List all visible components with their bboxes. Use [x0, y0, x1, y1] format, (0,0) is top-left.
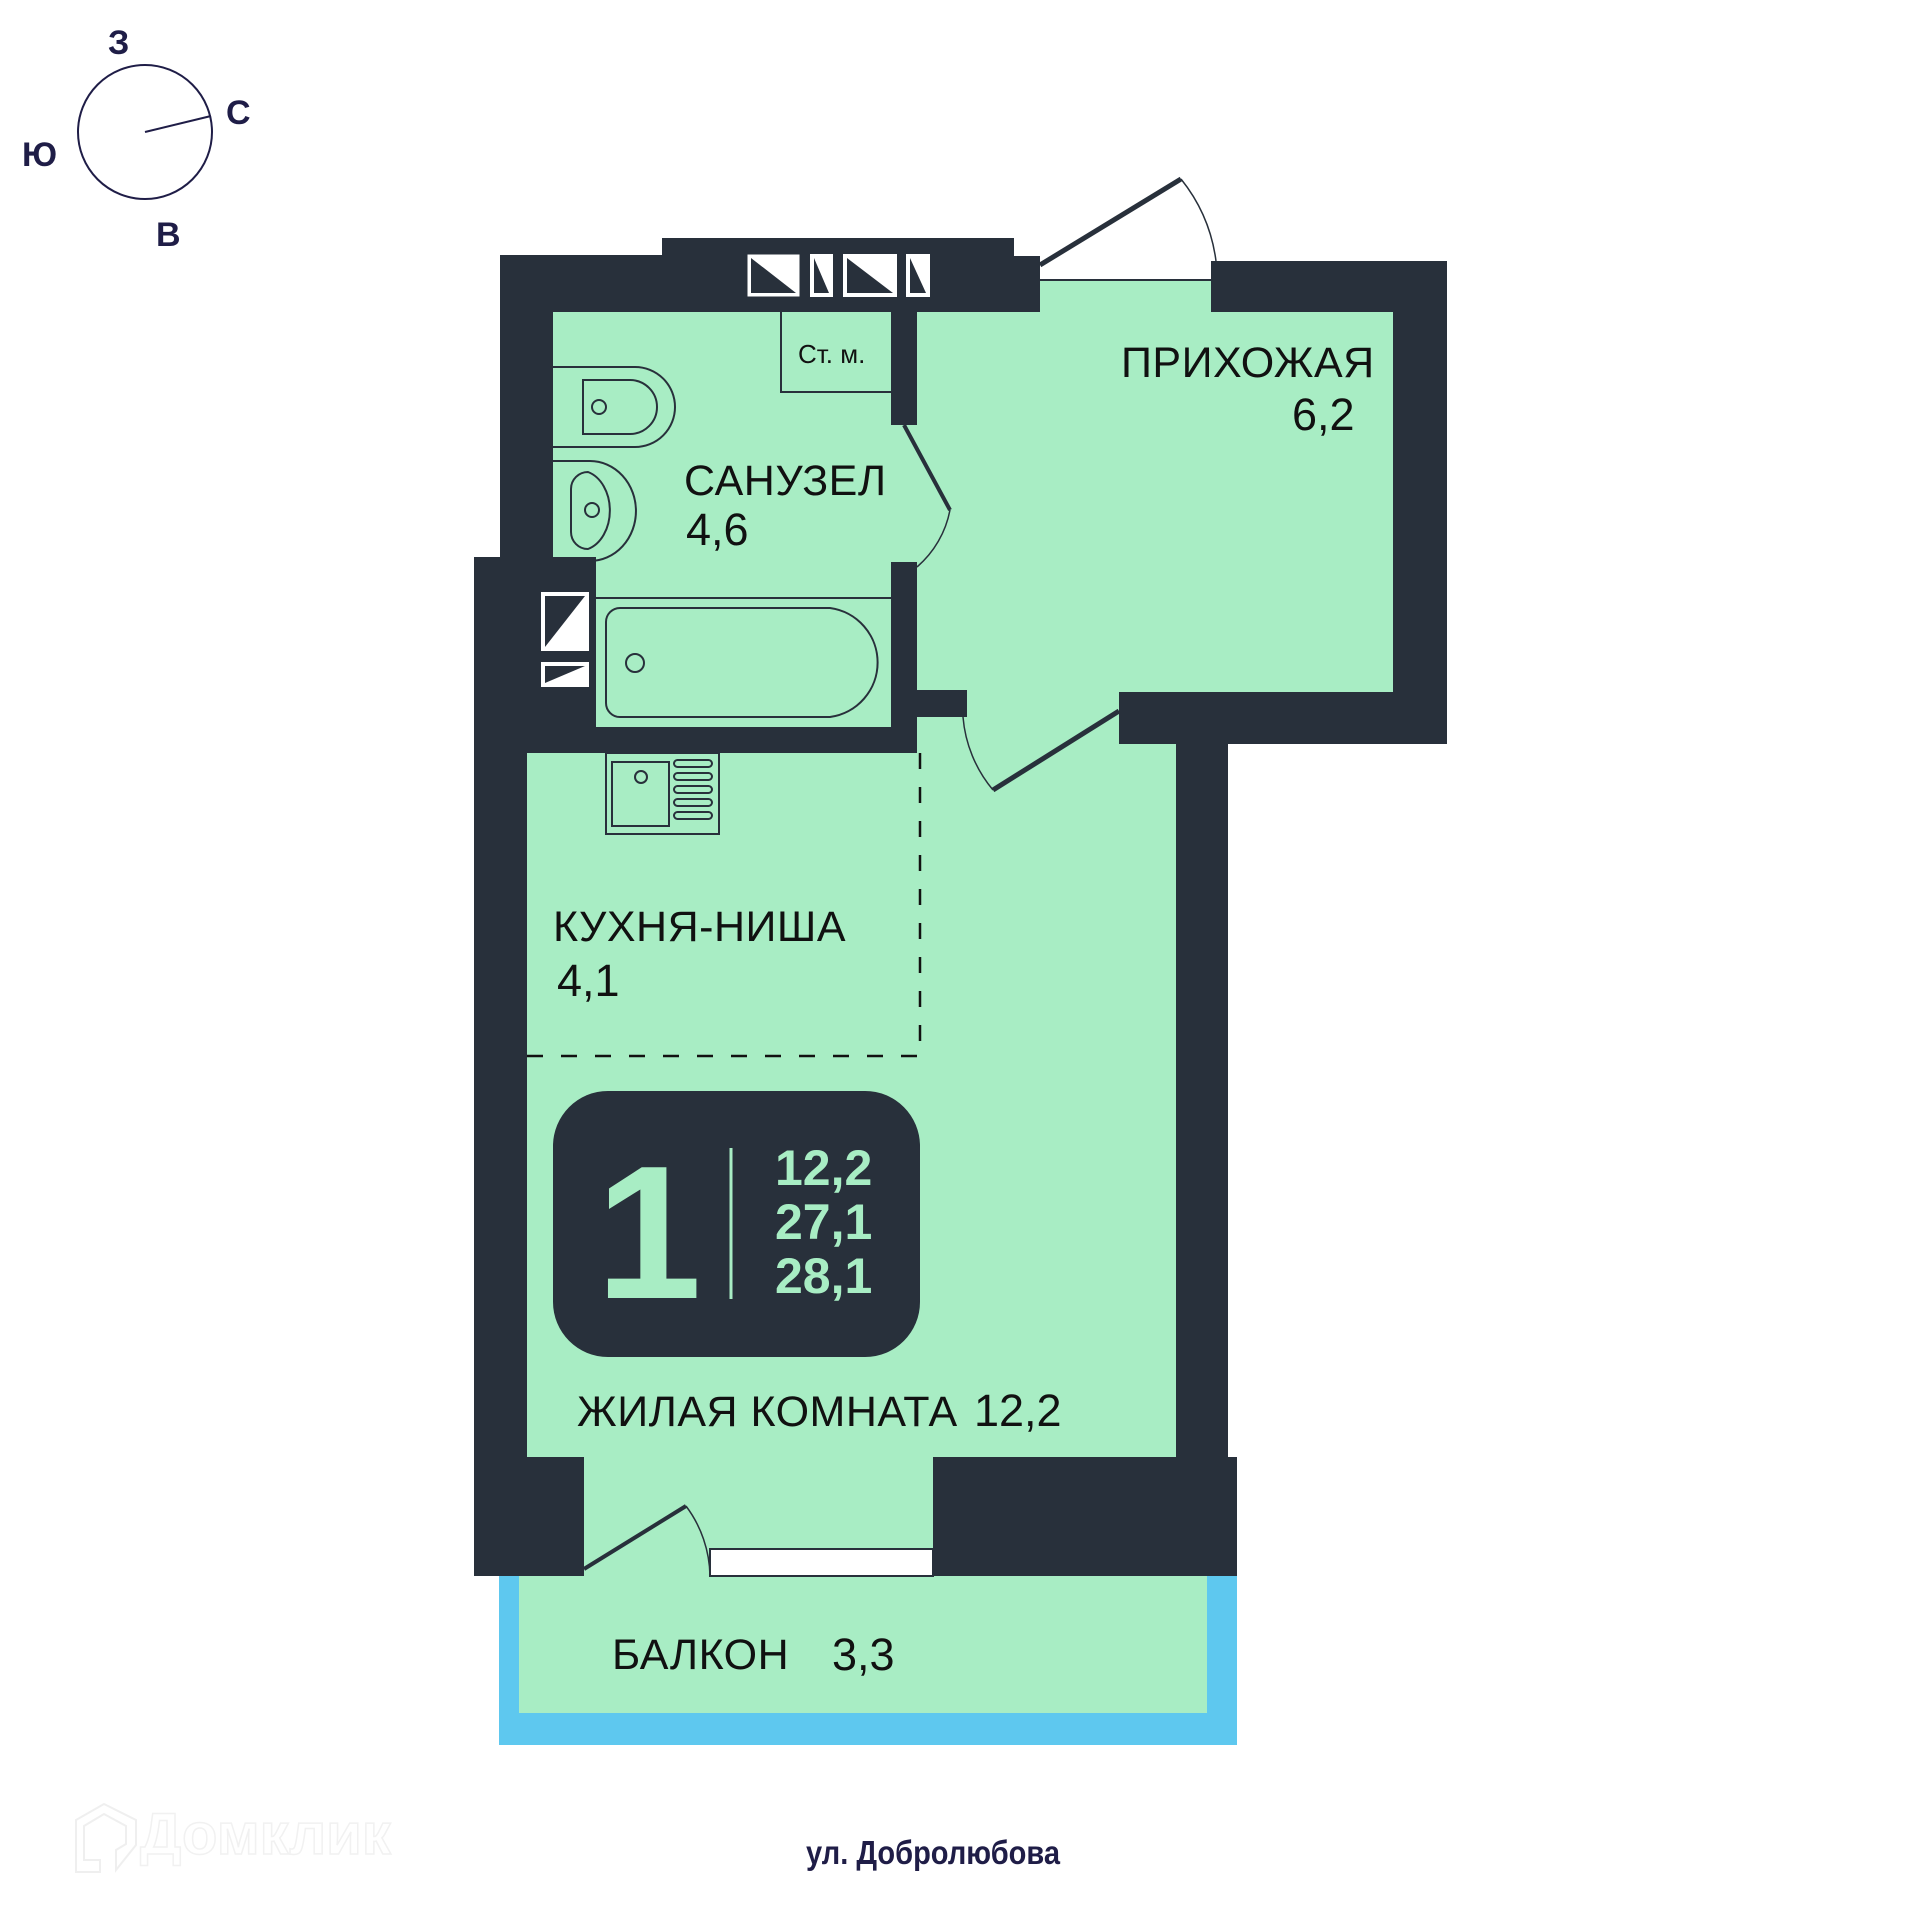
bathtub-icon [596, 597, 891, 718]
balcony-window [709, 1548, 934, 1577]
kitchen-area: 4,1 [557, 955, 620, 1006]
walls [474, 238, 1447, 1576]
rooms-count: 1 [596, 1127, 702, 1339]
compass-south-label: Ю [22, 136, 58, 174]
hallway-area: 6,2 [1292, 389, 1355, 440]
bathroom-name: САНУЗЕЛ [684, 457, 887, 505]
watermark-text: Домклик [139, 1802, 391, 1867]
domclick-logo-icon [75, 1802, 137, 1873]
total-area-value: 27,1 [775, 1194, 873, 1250]
compass-west-label: З [108, 24, 130, 62]
storage-label: Ст. м. [798, 339, 866, 369]
balcony-area: 3,3 [832, 1629, 895, 1680]
summary-card [553, 1091, 920, 1357]
street-label: ул. Добролюбова [806, 1834, 1060, 1871]
bathroom-door[interactable] [902, 424, 952, 568]
entrance-door[interactable] [1038, 176, 1217, 268]
kitchen-name: КУХНЯ-НИША [553, 903, 847, 951]
living-room-door[interactable] [962, 708, 1121, 793]
balcony-name: БАЛКОН [612, 1631, 790, 1679]
hallway-name: ПРИХОЖАЯ [1121, 339, 1375, 387]
kitchen-sink-icon [605, 752, 720, 835]
living-room-name: ЖИЛАЯ КОМНАТА [577, 1388, 958, 1436]
window-icons [746, 253, 930, 298]
compass-east-label: В [156, 216, 181, 254]
total-with-balcony-value: 28,1 [775, 1248, 873, 1304]
toilet-icon [553, 366, 676, 448]
living-room-area: 12,2 [974, 1385, 1062, 1436]
balcony-area [499, 1576, 1237, 1745]
ventilation-shaft-icons [541, 592, 589, 687]
living-area-value: 12,2 [775, 1140, 873, 1196]
storage-outline [780, 312, 891, 393]
compass-icon [77, 64, 213, 200]
bathroom-sink-icon [553, 460, 637, 562]
compass-north-label: С [226, 94, 251, 132]
bathroom-area: 4,6 [686, 504, 749, 555]
